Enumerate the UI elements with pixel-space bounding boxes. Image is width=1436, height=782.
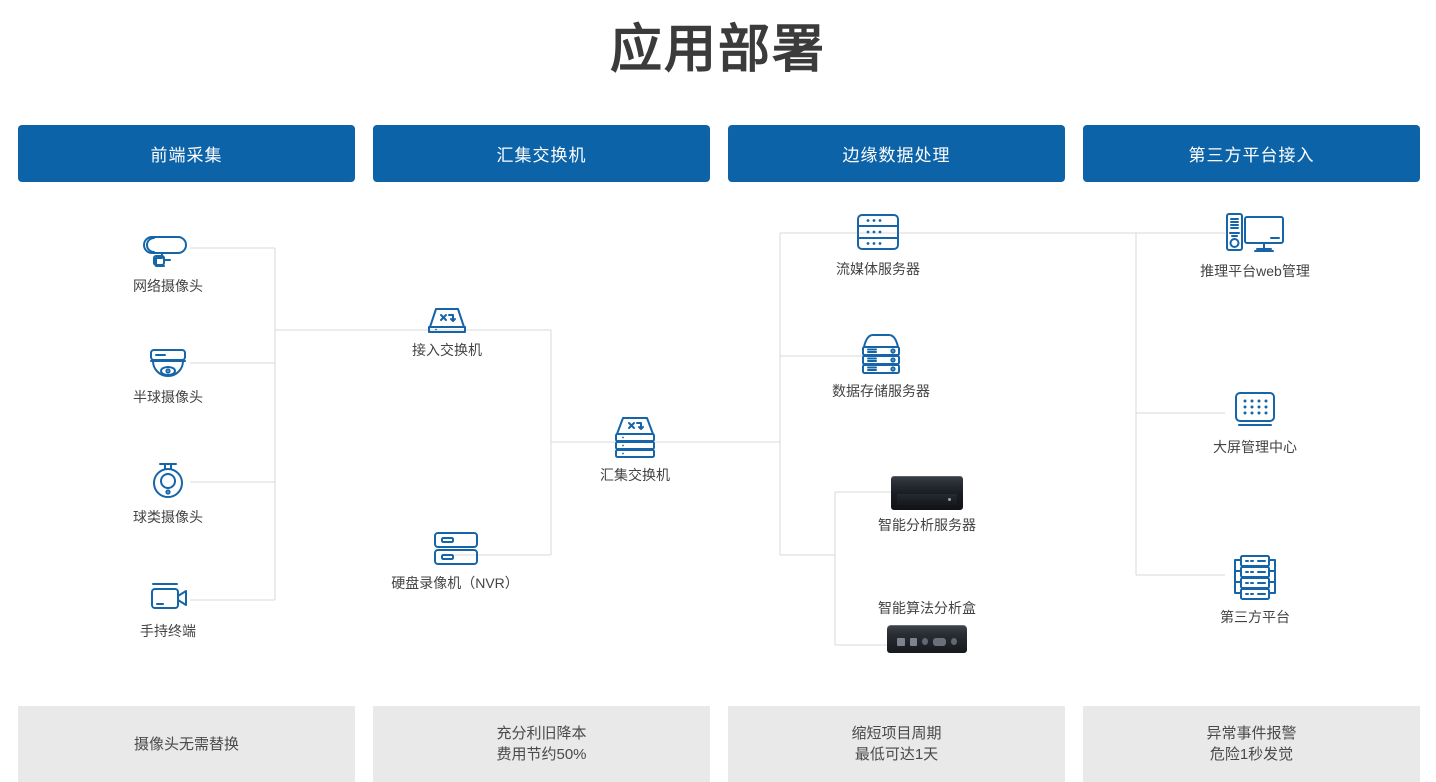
node-analysis-server[interactable]: 智能分析服务器: [868, 474, 986, 535]
benefit-line: 危险1秒发觉: [1209, 746, 1294, 763]
node-label: 半球摄像头: [133, 389, 203, 405]
benefit-line: 异常事件报警: [1206, 725, 1297, 742]
benefit-card-edge: 缩短项目周期 最低可达1天: [728, 706, 1065, 782]
node-handheld-terminal[interactable]: 手持终端: [118, 578, 218, 641]
node-ip-camera[interactable]: 网络摄像头: [118, 225, 218, 296]
node-access-switch[interactable]: 接入交换机: [392, 303, 502, 360]
node-label: 智能分析服务器: [878, 517, 976, 533]
node-ptz-camera[interactable]: 球类摄像头: [118, 458, 218, 527]
node-label: 硬盘录像机（NVR）: [391, 575, 519, 591]
node-label: 接入交换机: [412, 342, 482, 358]
node-nvr[interactable]: 硬盘录像机（NVR）: [380, 528, 530, 593]
node-dome-camera[interactable]: 半球摄像头: [118, 342, 218, 407]
benefit-line: 充分利旧降本: [496, 725, 587, 742]
column-header-aggregation-switch: 汇集交换机: [373, 125, 710, 182]
stacked-switch-icon: [580, 412, 690, 460]
page-title: 应用部署: [609, 21, 826, 79]
node-label: 流媒体服务器: [836, 261, 920, 277]
node-label: 推理平台web管理: [1200, 263, 1310, 279]
server-rack-icon: [1196, 552, 1314, 602]
rack-server-icon: [822, 210, 934, 254]
node-label: 球类摄像头: [133, 509, 203, 525]
node-label: 第三方平台: [1220, 609, 1290, 625]
benefit-line: 摄像头无需替换: [133, 735, 239, 753]
node-label: 网络摄像头: [133, 278, 203, 294]
node-label: 手持终端: [140, 623, 196, 639]
benefit-line: 费用节约50%: [496, 746, 587, 763]
video-wall-icon: [1196, 388, 1314, 432]
nvr-icon: [380, 528, 530, 568]
benefit-line: 最低可达1天: [854, 746, 939, 763]
node-algorithm-box[interactable]: 智能算法分析盒: [868, 598, 986, 653]
node-video-wall-center[interactable]: 大屏管理中心: [1196, 388, 1314, 457]
handheld-camcorder-icon: [118, 578, 218, 616]
node-label: 数据存储服务器: [832, 383, 930, 399]
benefit-line: 缩短项目周期: [851, 725, 942, 742]
node-streaming-server[interactable]: 流媒体服务器: [822, 210, 934, 279]
benefit-card-switch: 充分利旧降本 费用节约50%: [373, 706, 710, 782]
node-label: 智能算法分析盒: [878, 600, 976, 616]
node-storage-server[interactable]: 数据存储服务器: [822, 330, 940, 401]
column-header-front-end-collection: 前端采集: [18, 125, 355, 182]
desktop-pc-icon: [1196, 210, 1314, 256]
node-label: 汇集交换机: [600, 467, 670, 483]
column-header-edge-data-processing: 边缘数据处理: [728, 125, 1065, 182]
analysis-server-photo: [868, 474, 986, 510]
column-header-third-party-access: 第三方平台接入: [1083, 125, 1420, 182]
storage-server-icon: [822, 330, 940, 376]
dome-camera-icon: [118, 342, 218, 382]
bullet-camera-icon: [118, 225, 218, 271]
ptz-camera-icon: [118, 458, 218, 502]
benefit-card-front-end: 摄像头无需替换: [18, 706, 355, 782]
benefit-card-third-party: 异常事件报警 危险1秒发觉: [1083, 706, 1420, 782]
node-third-party-platform[interactable]: 第三方平台: [1196, 552, 1314, 627]
edge-ai-box-photo: [868, 623, 986, 653]
node-web-management-platform[interactable]: 推理平台web管理: [1196, 210, 1314, 281]
node-aggregation-switch[interactable]: 汇集交换机: [580, 412, 690, 485]
node-label: 大屏管理中心: [1213, 439, 1297, 455]
network-switch-icon: [392, 303, 502, 335]
